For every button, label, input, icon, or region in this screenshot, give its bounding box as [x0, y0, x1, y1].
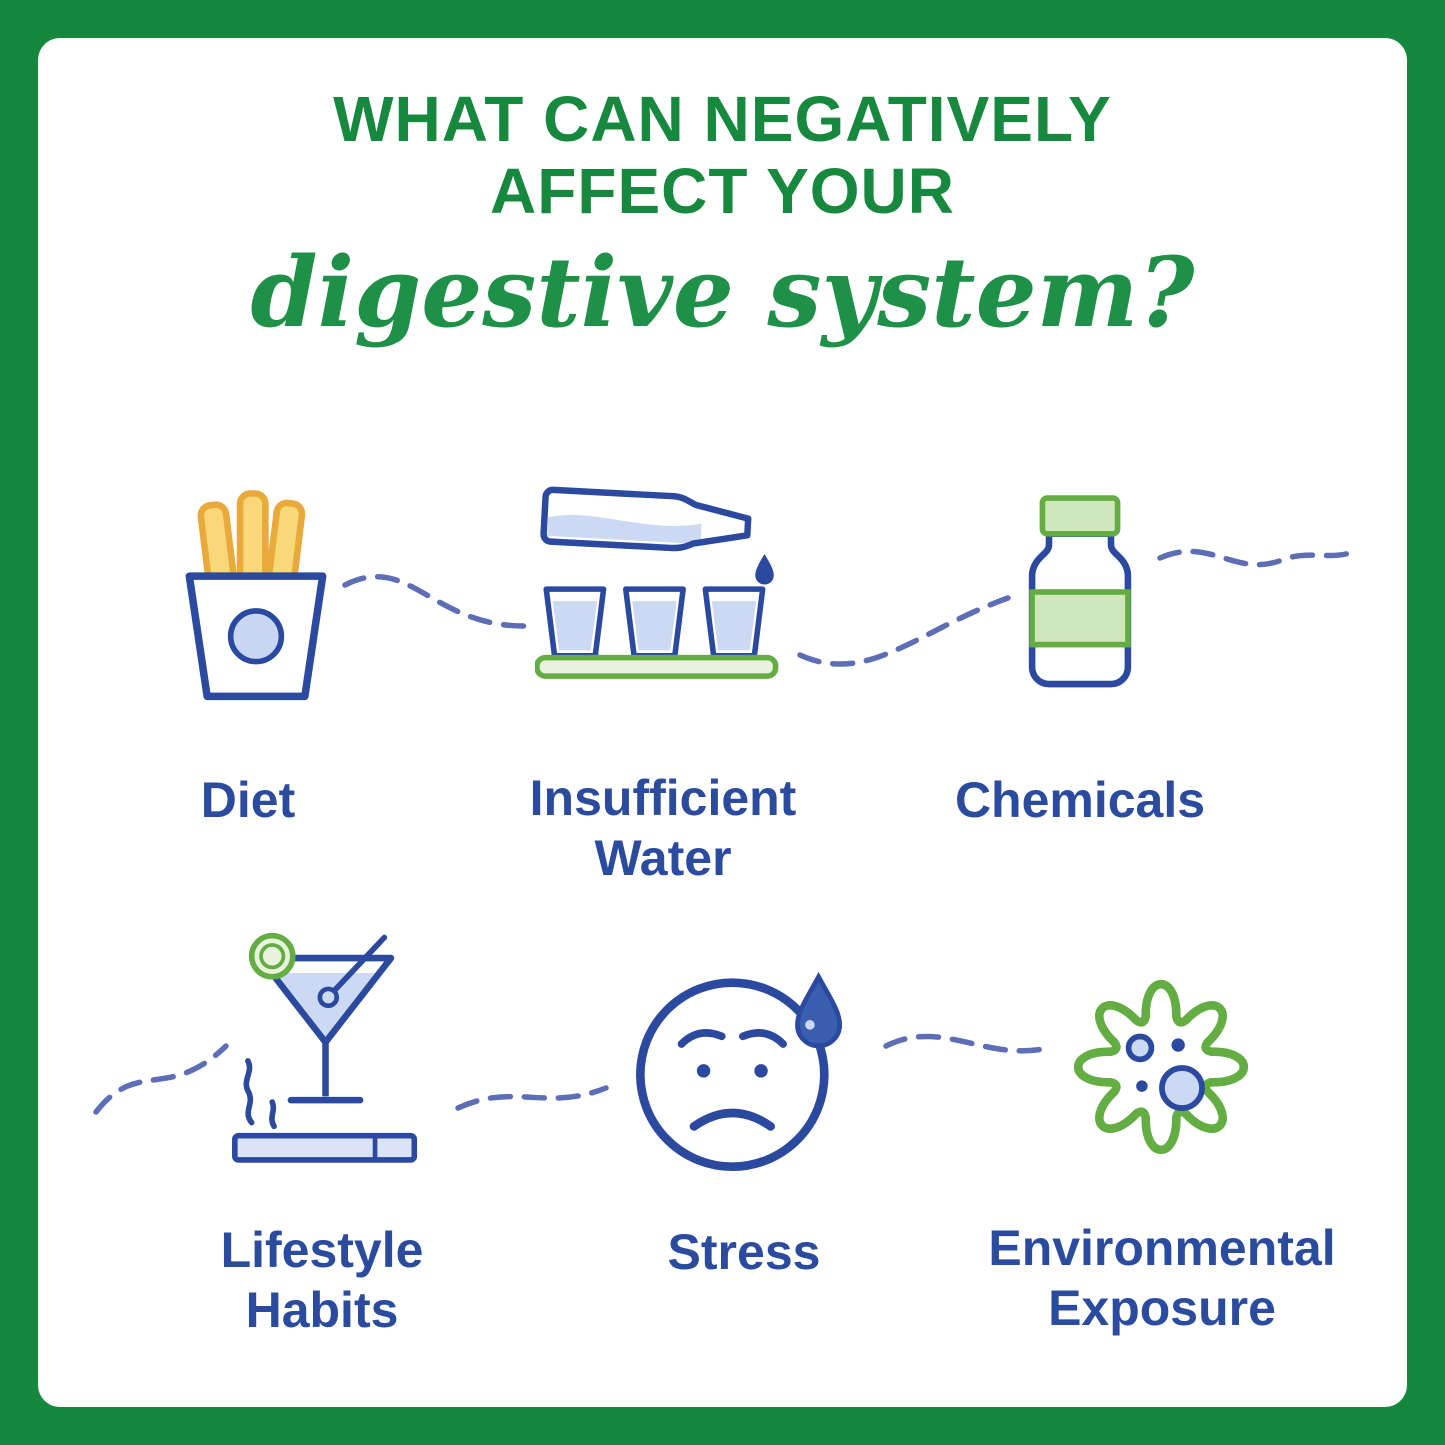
- connector-line: [797, 595, 1011, 667]
- item-label-stress: Stress: [667, 1224, 821, 1280]
- stressed-face-icon: [636, 971, 843, 1171]
- fries-icon: [185, 490, 327, 701]
- title-line-2: AFFECT YOUR: [490, 154, 955, 227]
- title-line-1: WHAT CAN NEGATIVELY: [333, 83, 1112, 155]
- item-label-diet: Diet: [200, 772, 296, 828]
- title-script: digestive system?: [250, 236, 1195, 350]
- connector-line: [455, 1085, 609, 1111]
- germ-icon: [1074, 980, 1248, 1154]
- water-bottle-glasses-icon: [535, 486, 779, 679]
- infographic-panel: [38, 38, 1407, 1407]
- item-label-lifestyle-habits: Lifestyle Habits: [220, 1222, 424, 1338]
- pill-bottle-icon: [1028, 495, 1132, 688]
- connector-line: [93, 1043, 229, 1115]
- connector-line: [342, 573, 531, 629]
- connector-line: [883, 1033, 1051, 1054]
- item-label-chemicals: Chemicals: [954, 772, 1206, 828]
- item-label-insufficient-water: Insufficient Water: [529, 770, 797, 886]
- connector-line: [1157, 547, 1359, 568]
- item-label-environmental-exposure: Environmental Exposure: [988, 1220, 1336, 1336]
- cocktail-cigarette-icon: [232, 932, 418, 1163]
- page-title: WHAT CAN NEGATIVELY AFFECT YOUR digestiv…: [0, 83, 1445, 350]
